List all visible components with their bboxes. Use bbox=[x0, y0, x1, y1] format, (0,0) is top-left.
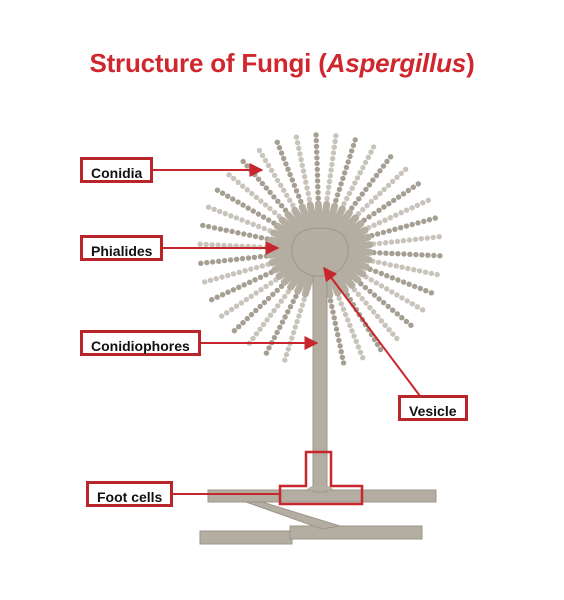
phialide bbox=[323, 202, 339, 235]
conidia-chain bbox=[327, 298, 347, 366]
conidia-chain bbox=[209, 269, 274, 303]
label-conidia: Conidia bbox=[80, 157, 154, 183]
pointer-arrows bbox=[150, 163, 421, 495]
conidia-chain bbox=[282, 296, 307, 363]
phialide bbox=[306, 201, 319, 234]
phialide bbox=[327, 205, 346, 236]
phialide bbox=[330, 209, 353, 238]
conidia-chain bbox=[313, 132, 321, 201]
conidia-chain bbox=[231, 283, 285, 334]
label-phialides: Phialides bbox=[80, 235, 164, 261]
lower-hypha-left bbox=[199, 530, 293, 545]
conidia-chain bbox=[363, 274, 426, 313]
conidia-chain bbox=[274, 139, 304, 205]
conidia-chain bbox=[370, 234, 442, 247]
lower-hypha-right bbox=[289, 525, 423, 540]
conidia-chain bbox=[226, 172, 282, 219]
conidia-chain bbox=[324, 133, 339, 202]
hyphae bbox=[199, 489, 437, 545]
conidia-chain bbox=[263, 293, 299, 356]
phialide bbox=[291, 206, 312, 237]
diagonal-hypha bbox=[245, 501, 341, 530]
label-vesicle: Vesicle bbox=[398, 395, 468, 421]
conidia-chain bbox=[349, 154, 394, 211]
vesicle-arrow bbox=[323, 266, 421, 397]
conidia-chain bbox=[369, 215, 438, 239]
vesicle bbox=[291, 227, 349, 277]
title-close: ) bbox=[466, 48, 475, 78]
conidia-chain bbox=[200, 222, 270, 242]
conidia-chain bbox=[361, 181, 421, 223]
conidia-chain bbox=[336, 295, 366, 361]
conidia-chain bbox=[246, 289, 291, 346]
label-foot-cells: Foot cells bbox=[86, 481, 174, 507]
conidia-chain bbox=[366, 197, 431, 231]
conidia-chain bbox=[202, 261, 271, 285]
phialide bbox=[298, 203, 315, 235]
conidia-chain bbox=[358, 281, 414, 328]
conidia-chain bbox=[198, 253, 270, 266]
conidia-chain bbox=[205, 204, 273, 234]
conidia-chain bbox=[214, 187, 277, 226]
phialide bbox=[319, 200, 331, 234]
title-genus: Aspergillus bbox=[326, 48, 467, 78]
foot-cell-outline bbox=[278, 450, 364, 506]
conidia-chain bbox=[371, 249, 443, 259]
diagram-title: Structure of Fungi (Aspergillus) bbox=[0, 48, 564, 79]
conidia-chain bbox=[256, 147, 296, 208]
conidia-chain bbox=[341, 144, 377, 207]
conidia-chain bbox=[293, 134, 313, 202]
phialide bbox=[314, 200, 323, 234]
label-conidiophores: Conidiophores bbox=[80, 330, 201, 356]
title-text: Structure of Fungi ( bbox=[89, 48, 327, 78]
conidia-chain bbox=[355, 166, 409, 217]
conidia-chain bbox=[370, 258, 440, 278]
conidia-chain bbox=[351, 287, 400, 342]
conidia-chain bbox=[333, 137, 358, 204]
